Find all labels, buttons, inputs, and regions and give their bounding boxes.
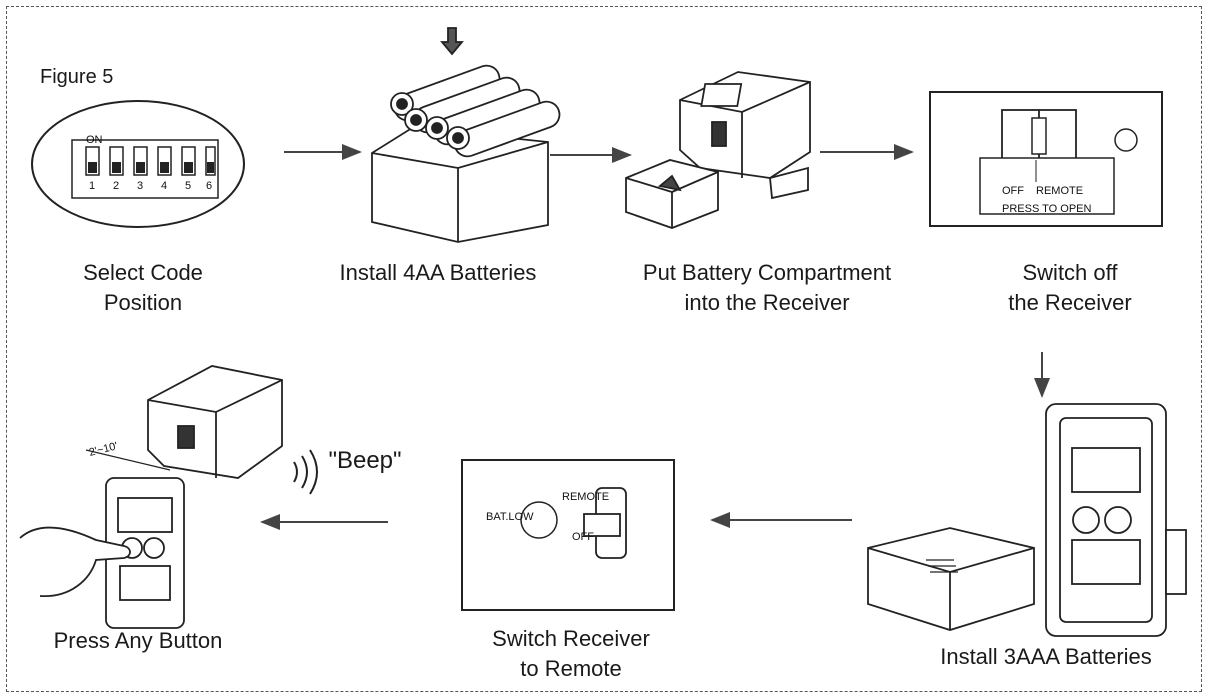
flow-arrows: [260, 144, 1050, 530]
receiver-insert-illustration: [625, 71, 811, 229]
beep-label: "Beep": [328, 447, 402, 474]
battery-tray-illustration: [371, 27, 561, 243]
dip-number: 4: [161, 180, 167, 192]
dip-number: 1: [89, 180, 95, 192]
remote-off-label: OFF: [572, 531, 594, 543]
dip-on-label: ON: [86, 134, 103, 146]
remote-back-illustration: [867, 403, 1187, 637]
receiver-switch-panel: OFF REMOTE PRESS TO OPEN: [929, 91, 1163, 227]
receiver-remote-label: REMOTE: [1036, 185, 1083, 197]
remote-remote-label: REMOTE: [562, 491, 609, 503]
step-label-install-3aaa: Install 3AAA Batteries: [940, 644, 1152, 669]
remote-batlow-label: BAT.LOW: [486, 511, 534, 523]
remote-switch-panel: BAT.LOW REMOTE OFF: [461, 459, 675, 611]
figure-label: Figure 5: [40, 66, 114, 88]
press-button-illustration: [19, 365, 318, 629]
receiver-off-label: OFF: [1002, 185, 1024, 197]
diagram-frame: [6, 6, 1202, 692]
receiver-press-label: PRESS TO OPEN: [1002, 203, 1092, 215]
dip-number: 6: [206, 180, 212, 192]
dip-number: 2: [113, 180, 119, 192]
step-label-press-button: Press Any Button: [53, 628, 223, 653]
dip-number: 3: [137, 180, 143, 192]
dip-number: 5: [185, 180, 191, 192]
dip-switch-illustration: ON 1 2 3 4 5 6: [31, 100, 245, 228]
step-label-install-4aa: Install 4AA Batteries: [339, 260, 537, 285]
